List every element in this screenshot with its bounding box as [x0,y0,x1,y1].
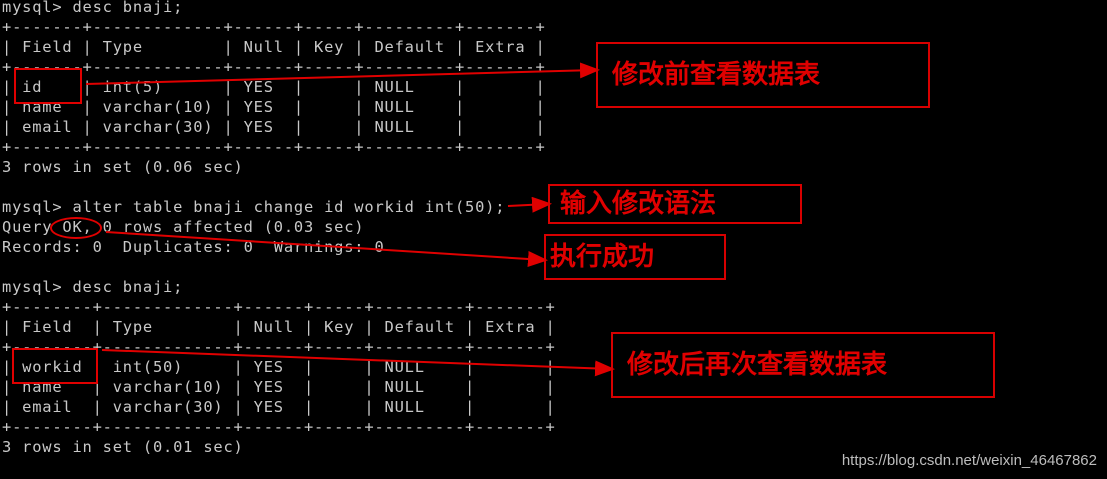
highlight-box-id-field [14,68,82,104]
annotation-success-label: 执行成功 [544,234,726,280]
records-message: Records: 0 Duplicates: 0 Warnings: 0 [2,238,385,256]
highlight-oval-ok [50,217,102,239]
table-border: +-------+-------------+------+-----+----… [2,58,546,76]
result-summary: 3 rows in set (0.01 sec) [2,438,244,456]
terminal-line-prompt-desc: mysql> desc bnaji; [2,278,184,296]
annotation-syntax-label: 输入修改语法 [548,184,802,224]
table-border: +-------+-------------+------+-----+----… [2,138,546,156]
arrow-after [101,349,615,377]
arrow-syntax [507,196,552,213]
table-row: | email | varchar(30) | YES | | NULL | | [2,118,546,136]
annotation-after-label: 修改后再次查看数据表 [611,332,995,398]
terminal-line-prompt-desc: mysql> desc bnaji; [2,0,184,16]
watermark-url: https://blog.csdn.net/weixin_46467862 [841,452,1097,469]
table-row: | email | varchar(30) | YES | | NULL | | [2,398,556,416]
annotation-before-label: 修改前查看数据表 [596,42,930,108]
table-border: +-------+-------------+------+-----+----… [2,18,546,36]
arrow-before [85,62,600,85]
terminal-line-alter-command: mysql> alter table bnaji change id worki… [2,198,506,216]
arrow-success [105,231,548,267]
table-row: | id | int(5) | YES | | NULL | | [2,78,546,96]
table-header-row: | Field | Type | Null | Key | Default | … [2,318,556,336]
table-header-row: | Field | Type | Null | Key | Default | … [2,38,546,56]
table-border: +--------+-------------+------+-----+---… [2,418,556,436]
table-border: +--------+-------------+------+-----+---… [2,298,556,316]
result-summary: 3 rows in set (0.06 sec) [2,158,244,176]
highlight-box-workid-field [12,348,98,384]
